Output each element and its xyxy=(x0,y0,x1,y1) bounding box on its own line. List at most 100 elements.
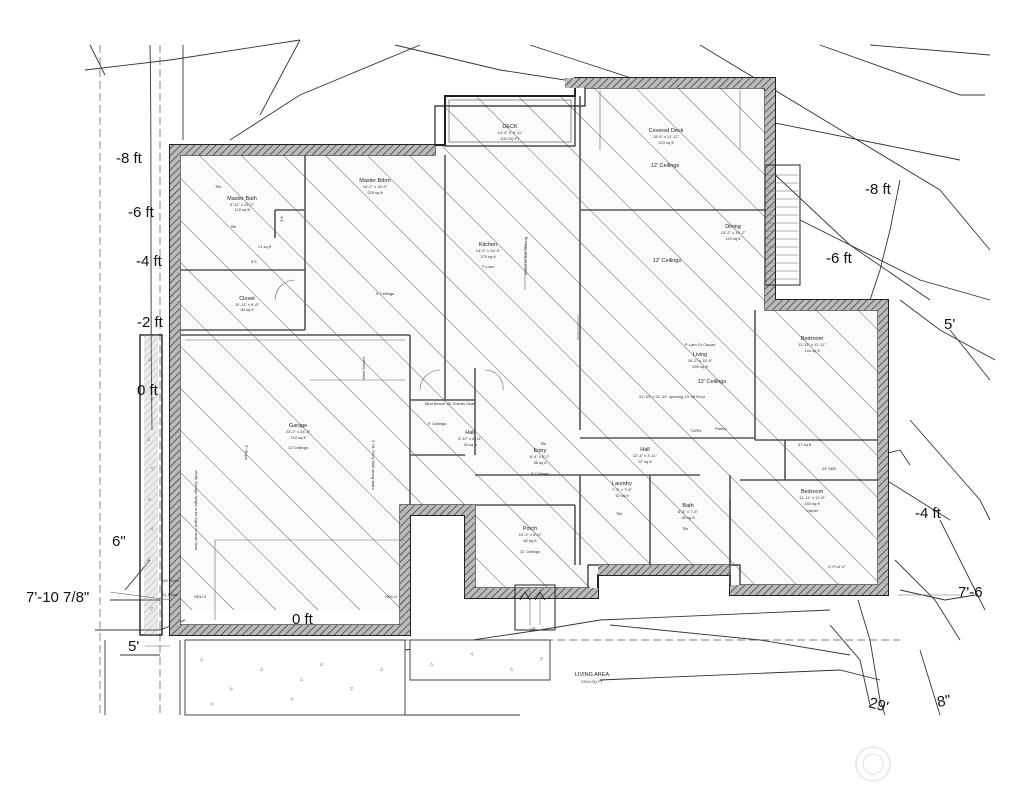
porch-label: Porch 10'-0" x 8'-0" 82 sq ft 11' Ceilin… xyxy=(519,526,542,554)
svg-text:11' Ceilings: 11' Ceilings xyxy=(520,549,540,554)
svg-text:153 sq ft: 153 sq ft xyxy=(804,501,820,506)
driveway: △▷△ ◁△▽ △◁△ △◁△ ▽ xyxy=(184,639,551,716)
svg-text:◁: ◁ xyxy=(290,696,294,701)
svg-text:8'-4" x 7'-5": 8'-4" x 7'-5" xyxy=(678,509,699,514)
svg-text:△: △ xyxy=(510,666,514,671)
hatch-line xyxy=(0,70,108,610)
svg-text:Kitchen: Kitchen xyxy=(479,242,497,248)
hatch-line xyxy=(407,78,888,611)
svg-text:16'-2" x 15'-9": 16'-2" x 15'-9" xyxy=(688,358,713,363)
pantry-label: Pantry xyxy=(715,426,727,431)
dining-label: Dining 13'-2" x 10'-2" 119 sq ft 12' Cei… xyxy=(653,224,746,264)
svg-text:22'-4" x 3'-11": 22'-4" x 3'-11" xyxy=(633,453,658,458)
svg-text:279 sq ft: 279 sq ft xyxy=(480,254,496,259)
watermark-logo xyxy=(855,746,891,782)
elev-left-neg4: -4 ft xyxy=(136,253,163,270)
svg-text:Bath: Bath xyxy=(682,503,693,509)
window-size: 4'-0"x4'-0" xyxy=(828,564,847,569)
svg-text:119 sq ft: 119 sq ft xyxy=(725,236,741,241)
side-walkway: △◁△ ▽△◁ △▽ xyxy=(139,334,163,636)
svg-text:38 sq ft: 38 sq ft xyxy=(533,460,547,465)
svg-text:223 sq ft: 223 sq ft xyxy=(658,140,674,145)
svg-text:250 sq ft: 250 sq ft xyxy=(692,364,708,369)
hatch-line xyxy=(0,70,66,610)
elev-left-neg2: -2 ft xyxy=(137,314,164,331)
dim-7-10: 7'-10 7/8" xyxy=(26,589,89,606)
hatch-line xyxy=(659,78,888,611)
hall-1-label: Hall 3'-10" x 6'-11" 40 sq ft xyxy=(458,430,483,447)
svg-text:Master Bath: Master Bath xyxy=(227,196,257,202)
living-area-title: LIVING AREA xyxy=(575,672,610,678)
svg-text:Mud Bench W/ Guests Seat: Mud Bench W/ Guests Seat xyxy=(425,401,475,406)
svg-text:712 sq ft: 712 sq ft xyxy=(290,435,306,440)
elev-right-neg4: -4 ft xyxy=(915,505,942,522)
svg-text:▽: ▽ xyxy=(350,686,354,691)
svg-text:3'-10" x 6'-11": 3'-10" x 6'-11" xyxy=(458,436,483,441)
svg-text:9' Ceilings: 9' Ceilings xyxy=(428,421,446,426)
svg-text:9' Ceilings: 9' Ceilings xyxy=(376,291,394,296)
svg-text:120 sq ft: 120 sq ft xyxy=(234,207,250,212)
up-label: UP xyxy=(530,626,536,631)
svg-text:△: △ xyxy=(260,666,264,671)
svg-text:◁: ◁ xyxy=(150,396,154,401)
svg-text:40 sq ft: 40 sq ft xyxy=(463,442,477,447)
svg-text:11'-11" x 6'-6": 11'-11" x 6'-6" xyxy=(235,302,260,307)
svg-text:21 sq ft: 21 sq ft xyxy=(258,244,272,249)
elev-left-neg8: -8 ft xyxy=(116,150,143,167)
turn-label: TURN xyxy=(690,428,701,433)
svg-text:Dining: Dining xyxy=(725,224,741,230)
hatch-line xyxy=(869,78,888,611)
hall-2-label: Hall 22'-4" x 3'-11" 97 sq ft xyxy=(633,447,658,464)
svg-text:100 SQ FT: 100 SQ FT xyxy=(500,136,520,141)
dim-left-5: 5' xyxy=(128,638,139,655)
wic-area: 37 sq ft xyxy=(798,442,812,447)
svg-text:12' Ceilings: 12' Ceilings xyxy=(698,379,727,385)
hatch-line xyxy=(449,78,888,611)
svg-text:DECK: DECK xyxy=(502,124,518,130)
svg-text:9' Ceilings: 9' Ceilings xyxy=(531,471,549,476)
svg-text:Tile: Tile xyxy=(215,184,222,189)
svg-text:Living: Living xyxy=(693,352,707,358)
covered-deck-label: Covered Deck 15'-6" x 11'-11" 223 sq ft … xyxy=(649,128,684,169)
bedroom-1-label: Bedroom 11'-11" x 11'-11" 144 sq ft xyxy=(798,336,826,353)
svg-text:△: △ xyxy=(147,436,151,441)
hatch-line xyxy=(170,78,193,611)
svg-text:△: △ xyxy=(200,656,204,661)
hatch-line xyxy=(170,78,697,611)
svg-text:144 sq ft: 144 sq ft xyxy=(804,348,820,353)
site-contours xyxy=(84,39,996,716)
svg-text:Bedroom: Bedroom xyxy=(801,336,824,342)
living-label: P-Lam Or Carpet Living 16'-2" x 15'-9" 2… xyxy=(639,342,727,399)
tile-label-entry: Tile xyxy=(540,441,547,446)
elec-panel-label: EL Panel xyxy=(162,592,178,597)
kitchen-label: Kitchen 14'-0" x 24'-9" 279 sq ft P-Lam xyxy=(476,242,501,269)
interior-walls xyxy=(180,90,878,620)
svg-text:Verify Garage height to be equ: Verify Garage height to be equal to main… xyxy=(194,470,199,551)
svg-text:◁: ◁ xyxy=(210,701,214,706)
svg-text:23'-2" x 24'-8": 23'-2" x 24'-8" xyxy=(286,429,311,434)
svg-text:Carpet: Carpet xyxy=(806,508,819,513)
dimension-labels: 6" 7'-10 7/8" 5' 5' 7'-6 29' 8" xyxy=(26,316,983,716)
elev-bottom-0: 0 ft xyxy=(292,611,314,628)
svg-text:7'-2" x 7'-8": 7'-2" x 7'-8" xyxy=(612,487,633,492)
mud-bench-label: Mud Bench W/ Guests Seat 9' Ceilings xyxy=(425,401,475,426)
dim-29: 29' xyxy=(867,694,890,716)
svg-text:11'-11" x 11'-11": 11'-11" x 11'-11" xyxy=(798,342,826,347)
svg-text:12' Ceilings: 12' Ceilings xyxy=(653,258,682,264)
dim-right-5: 5' xyxy=(944,316,955,333)
hatch-line xyxy=(170,78,361,611)
gas-meter-label: NG Meter xyxy=(162,578,180,583)
hatch-line xyxy=(323,78,865,611)
svg-text:15'-6" x 11'-11": 15'-6" x 11'-11" xyxy=(653,134,680,139)
svg-text:97 sq ft: 97 sq ft xyxy=(638,459,652,464)
dim-7-6: 7'-6 xyxy=(958,584,983,601)
room-24: 24' 5&R xyxy=(822,466,836,471)
elev-left-0: 0 ft xyxy=(137,382,159,399)
svg-text:13'-2" x 10'-2": 13'-2" x 10'-2" xyxy=(721,230,746,235)
exterior-stairs xyxy=(764,164,801,286)
hatch-line xyxy=(365,78,888,611)
svg-text:90 sq ft: 90 sq ft xyxy=(240,307,254,312)
hatch-line xyxy=(197,78,739,611)
living-area-summary: LIVING AREA 2204 SQ FT xyxy=(575,672,610,684)
